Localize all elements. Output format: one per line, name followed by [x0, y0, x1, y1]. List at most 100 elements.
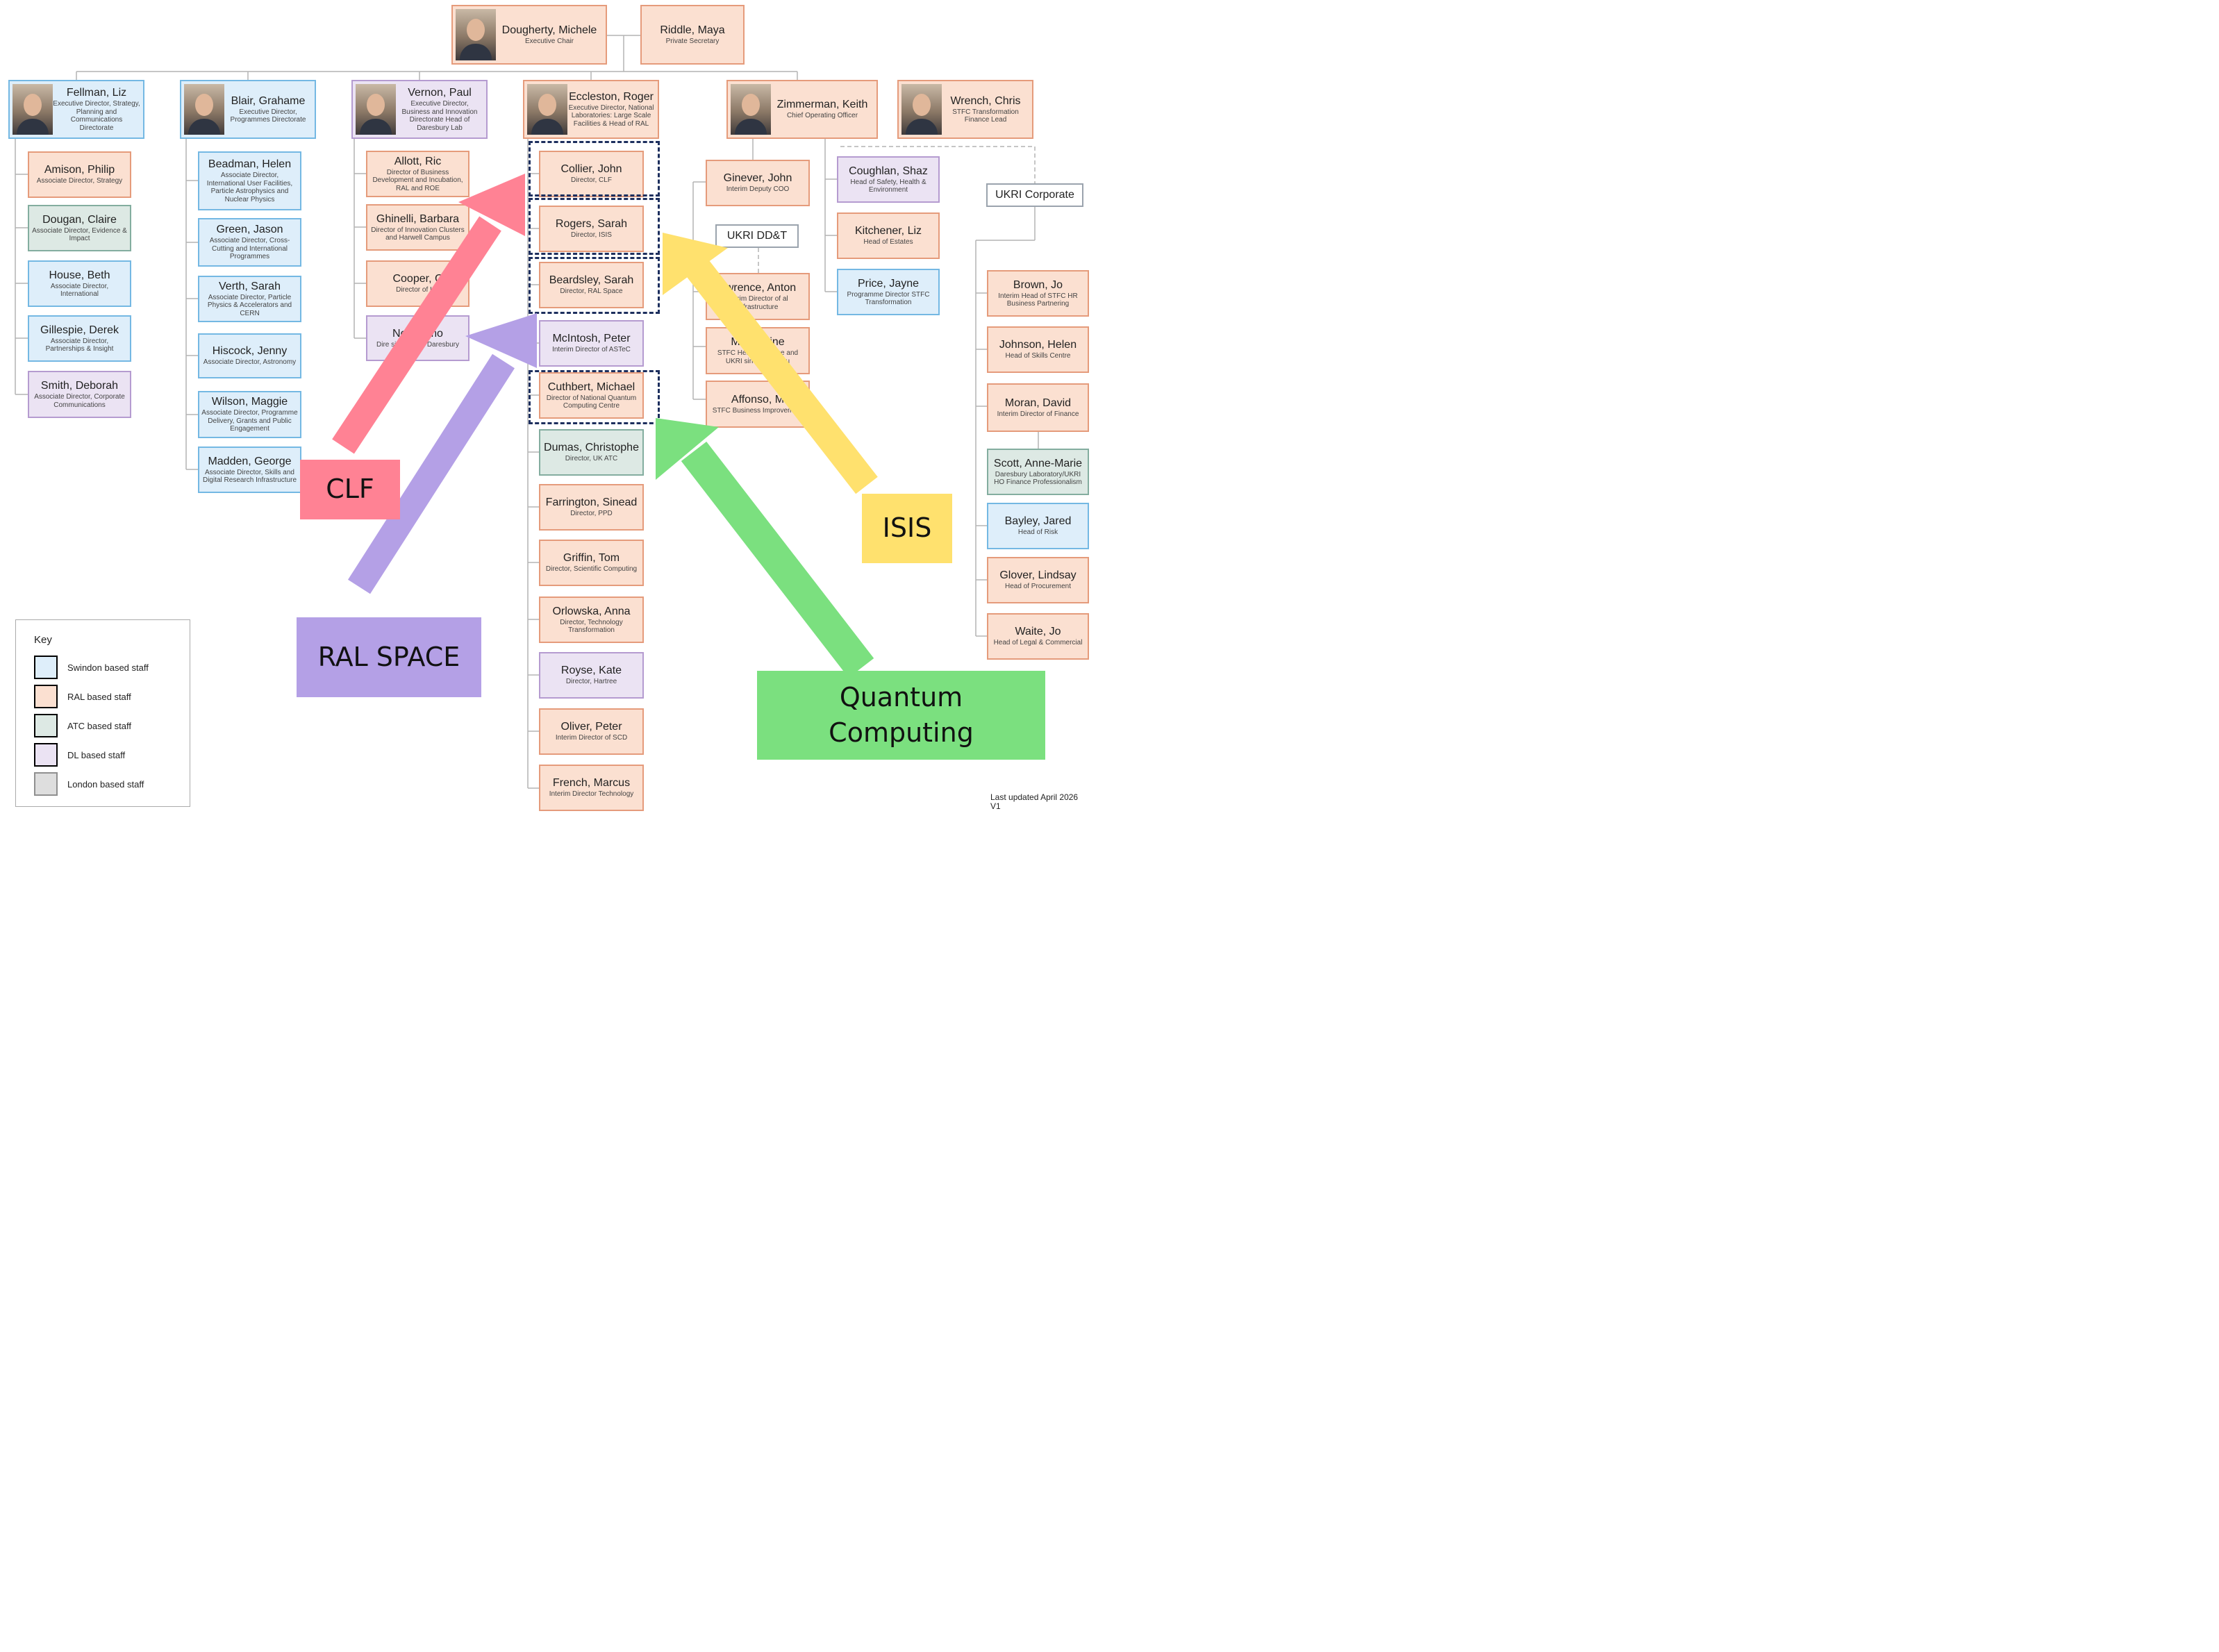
person-role: Interim Deputy COO [726, 185, 790, 194]
isis-label: ISIS [862, 494, 952, 563]
person-name: Cooper, C [392, 273, 443, 285]
key-label-atc: ATC based staff [67, 720, 132, 731]
person-role: Head of Skills Centre [1005, 352, 1071, 360]
person-name: Madden, George [208, 455, 292, 467]
person-role: Associate Director, Strategy [36, 177, 123, 185]
person-role: Associate Director, Skills and Digital R… [202, 468, 297, 485]
person-role: Director, Scientific Computing [545, 565, 638, 574]
person-name: Beardsley, Sarah [549, 274, 634, 287]
person-role: Executive Director, Strategy, Planning a… [53, 100, 140, 132]
key-label-dl: DL based staff [67, 749, 126, 760]
person-role: Director, ISIS [571, 231, 612, 240]
person-role: Associate Director, Cross-Cutting and In… [209, 237, 290, 261]
quantum-computing-label: Quantum Computing [757, 671, 1045, 760]
person-role: Director, UK ATC [565, 455, 618, 463]
person-role: Interim Head of STFC HR Business Partner… [998, 292, 1078, 308]
person-role: Interim Director of Finance [997, 410, 1079, 418]
person-role: Director of Innovation Clusters and Harw… [371, 226, 465, 242]
person-role: STFC Hea Assurance and UKRI siness Conti… [717, 349, 799, 365]
person-name: Noro simo [392, 327, 443, 340]
person-name: Moran, David [1004, 397, 1072, 409]
person-role: nterim Director of al Infrastructure [727, 295, 788, 311]
key-row-ral: RAL based staff [34, 684, 131, 709]
person-role: Associate Director, Evidence & Impact [32, 226, 127, 243]
person-name: Dumas, Christophe [544, 442, 639, 454]
person-name: Coughlan, Shaz [849, 165, 928, 177]
person-name: Farrington, Sinead [545, 497, 638, 509]
person-name: Green, Jason [216, 224, 283, 236]
key-title: Key [34, 634, 52, 646]
person-role: Interim Director of SCD [555, 734, 628, 742]
person-name: Amison, Philip [44, 164, 115, 176]
person-role: Director, CLF [571, 176, 612, 185]
person-role: Daresbury Laboratory/UKRI HO Finance Pro… [994, 470, 1082, 487]
person-name: Rogers, Sarah [555, 218, 628, 231]
person-name: House, Beth [49, 269, 110, 281]
key-row-atc: ATC based staff [34, 713, 131, 738]
person-role: Associate Director, Particle Physics & A… [207, 293, 292, 317]
person-name: Johnson, Helen [999, 339, 1077, 351]
person-name: Brown, Jo [1013, 278, 1063, 291]
person-photo [184, 84, 224, 135]
person-photo [731, 84, 771, 135]
person-role: Associate Director, Astronomy [203, 358, 297, 367]
person-name: Scott, Anne-Marie [993, 457, 1083, 469]
person-role: Programme Director STFC Transformation [847, 290, 930, 307]
highlight-ral-space [529, 257, 660, 314]
key-row-dl: DL based staff [34, 742, 125, 767]
person-name: Hiscock, Jenny [212, 345, 288, 358]
person-name: Dougan, Claire [42, 213, 117, 226]
person-name: Price, Jayne [857, 277, 920, 290]
person-name: Kitchener, Liz [854, 225, 922, 237]
key-swatch-atc [34, 714, 58, 737]
person-name: Ma Justine [731, 336, 785, 348]
org-box-ukri-corporate: UKRI Corporate [986, 183, 1083, 207]
person-name: UKRI DD&T [726, 230, 788, 242]
key-swatch-london [34, 772, 58, 796]
key-label-london: London based staff [67, 778, 144, 790]
person-name: Bayley, Jared [1004, 515, 1072, 528]
person-role: Executive Director, Business and Innovat… [401, 100, 478, 132]
person-name: Wrench, Chris [950, 94, 1021, 107]
person-role: Director of Business Development and Inc… [372, 168, 463, 192]
person-name: McIntosh, Peter [552, 333, 631, 345]
highlight-isis [529, 198, 660, 255]
person-name: Ghinelli, Barbara [376, 212, 460, 225]
version: V1 [990, 801, 1001, 811]
person-role: Director, Technology Transformation [560, 618, 623, 635]
person-role: Head of Risk [1017, 528, 1058, 537]
person-role: Director of Inn [396, 286, 440, 294]
person-name: UKRI Corporate [995, 189, 1074, 201]
person-photo [356, 84, 396, 135]
person-name: Smith, Deborah [40, 380, 119, 392]
